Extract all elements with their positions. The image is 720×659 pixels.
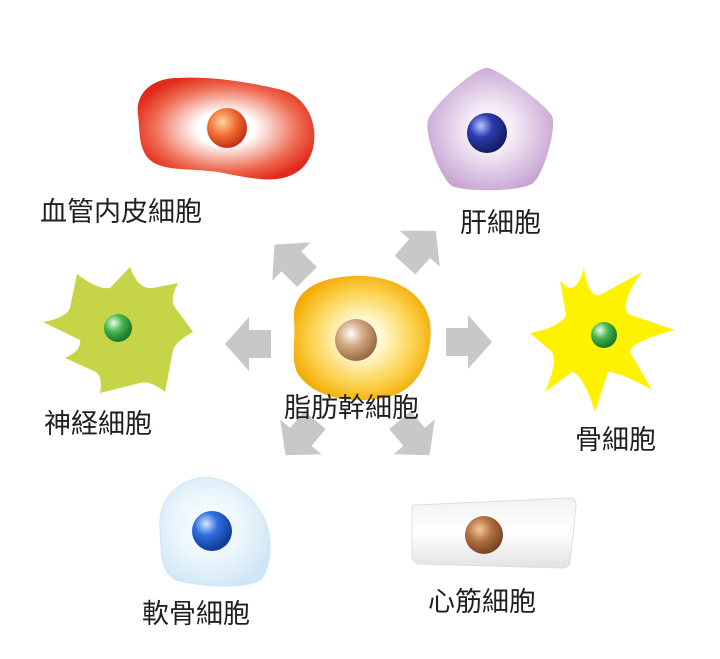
cardiac-nucleus (465, 516, 503, 554)
endothelial-cell-label: 血管内皮細胞 (40, 197, 202, 228)
cartilage-cell-label: 軟骨細胞 (142, 599, 250, 630)
arrow-to-cardiac (389, 411, 435, 456)
differentiation-arrows (225, 230, 492, 456)
adipose-stem-cell-nucleus (335, 319, 377, 361)
adipose-stem-cell-label: 脂肪幹細胞 (284, 393, 419, 424)
bone-nucleus (591, 322, 617, 348)
adipose-stem-cell (293, 275, 431, 401)
arrow-to-cartilage (280, 411, 326, 456)
arrow-to-bone (446, 315, 492, 369)
liver-cell-label: 肝細胞 (460, 208, 541, 239)
liver-cell (427, 67, 554, 191)
cartilage-nucleus (192, 511, 232, 551)
cartilage-cell (159, 476, 271, 587)
nerve-cell-label: 神経細胞 (44, 409, 152, 440)
cardiac-muscle-cell-label: 心筋細胞 (428, 587, 536, 618)
bone-cell-label: 骨細胞 (575, 425, 656, 456)
endothelial-nucleus (207, 108, 247, 148)
nerve-nucleus (104, 314, 132, 342)
bone-cell (530, 268, 675, 412)
endothelial-cell (137, 77, 315, 180)
arrow-to-endothelial (272, 242, 317, 287)
cardiac-muscle-cell (411, 497, 577, 569)
nerve-cell (43, 267, 193, 393)
liver-nucleus (467, 113, 507, 153)
arrow-to-liver (394, 230, 440, 275)
arrow-to-nerve (225, 317, 271, 371)
